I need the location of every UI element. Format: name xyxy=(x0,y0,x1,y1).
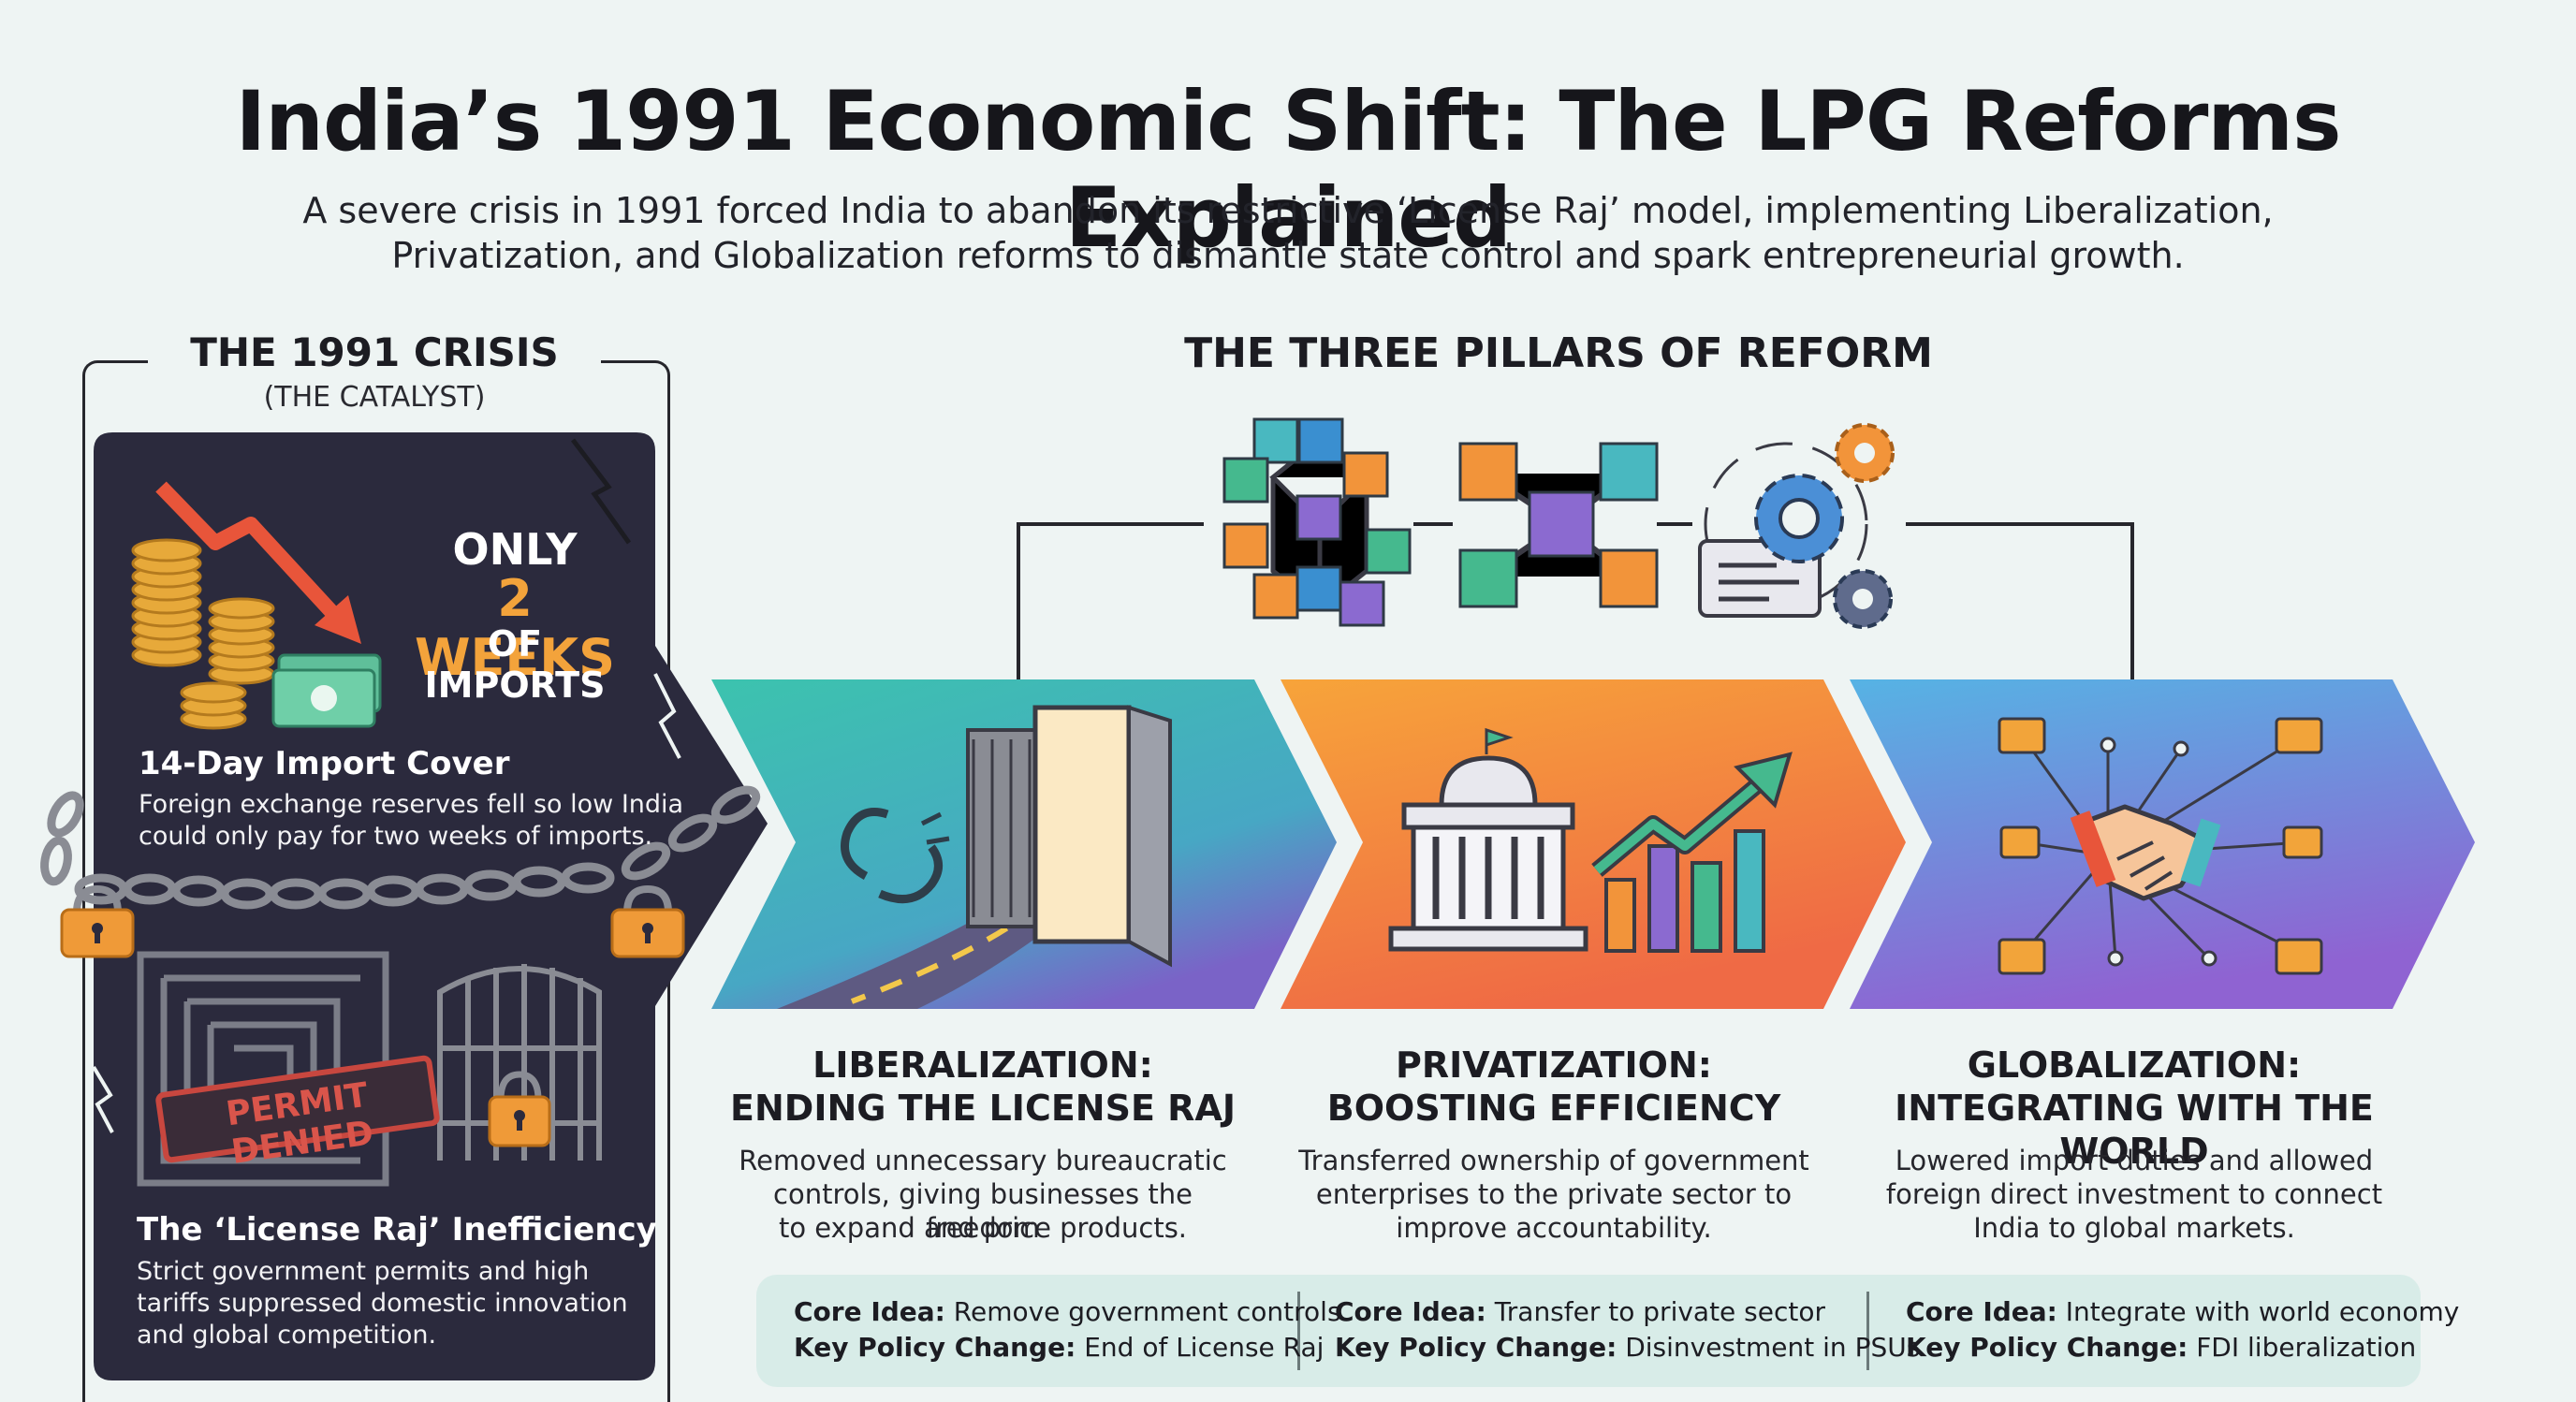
growth-chart-icon xyxy=(1591,752,1793,953)
privatization-body-2: enterprises to the private sector to xyxy=(1315,1178,1793,1210)
coins-icon xyxy=(131,538,275,730)
license-raj-body-3: and global competition. xyxy=(137,1321,437,1350)
liberalization-body-3: to expand and price products. xyxy=(778,1212,1188,1244)
import-cover-body-1: Foreign exchange reserves fell so low In… xyxy=(139,790,684,819)
stat-weeks: 2 WEEKS xyxy=(414,569,616,687)
page-title: India’s 1991 Economic Shift: The LPG Ref… xyxy=(235,73,2342,266)
globalization-title-2: INTEGRATING WITH THE WORLD xyxy=(1895,1088,2374,1172)
padlock-icon xyxy=(610,884,685,958)
connector-lines xyxy=(1017,522,2134,679)
globalization-body-2: foreign direct investment to connect xyxy=(1885,1178,2383,1210)
privatization-title-1: PRIVATIZATION: xyxy=(1396,1044,1712,1086)
globalization-body-3: India to global markets. xyxy=(1973,1212,2295,1244)
down-arrow-icon xyxy=(155,481,361,644)
stat-of-imports: OF IMPORTS xyxy=(424,623,606,706)
license-raj-title: The ‘License Raj’ Inefficiency xyxy=(137,1211,657,1249)
crisis-subheading: (THE CATALYST) xyxy=(263,381,486,414)
privatization-band xyxy=(1281,679,1906,1009)
summary-divider xyxy=(1297,1292,1300,1370)
liberalization-core-idea: Core Idea: Remove government controls xyxy=(794,1296,1341,1327)
liberalization-title-1: LIBERALIZATION: xyxy=(812,1044,1153,1086)
cash-icon xyxy=(271,653,382,728)
open-door-icon xyxy=(966,705,1172,968)
globalization-body-1: Lowered import duties and allowed xyxy=(1895,1145,2374,1176)
chain-icon xyxy=(40,785,761,910)
handshake-icon xyxy=(2070,804,2221,901)
gears-icon xyxy=(1698,423,1895,629)
globalization-policy-change: Key Policy Change: FDI liberalization xyxy=(1906,1332,2417,1363)
globalization-core-idea: Core Idea: Integrate with world economy xyxy=(1906,1296,2460,1327)
privatization-core-idea: Core Idea: Transfer to private sector xyxy=(1335,1296,1826,1327)
import-cover-body-2: could only pay for two weeks of imports. xyxy=(139,822,653,851)
subtitle-line-2: Privatization, and Globalization reforms… xyxy=(391,235,2185,276)
government-building-icon xyxy=(1388,727,1588,952)
license-raj-body-2: tariffs suppressed domestic innovation xyxy=(137,1289,628,1318)
privatization-title-2: BOOSTING EFFICIENCY xyxy=(1326,1088,1781,1129)
cube-network-icon xyxy=(1222,417,1412,627)
pillars-heading: THE THREE PILLARS OF REFORM xyxy=(1184,329,1933,377)
privatization-policy-change: Key Policy Change: Disinvestment in PSUs xyxy=(1335,1332,1921,1363)
crisis-heading: THE 1991 CRISIS xyxy=(148,329,601,375)
liberalization-body-2: controls, giving businesses the freedom xyxy=(773,1178,1193,1244)
summary-divider xyxy=(1866,1292,1869,1370)
cube-network-icon xyxy=(1458,442,1659,608)
privatization-body-1: Transferred ownership of government xyxy=(1298,1145,1809,1176)
license-raj-body-1: Strict government permits and high xyxy=(137,1257,590,1286)
privatization-body-3: improve accountability. xyxy=(1396,1212,1712,1244)
liberalization-title-2: ENDING THE LICENSE RAJ xyxy=(730,1088,1236,1129)
summary-bar xyxy=(756,1275,2421,1387)
padlock-icon xyxy=(60,884,135,958)
import-cover-title: 14-Day Import Cover xyxy=(139,745,510,782)
liberalization-policy-change: Key Policy Change: End of License Raj xyxy=(794,1332,1325,1363)
globalization-title-1: GLOBALIZATION: xyxy=(1967,1044,2302,1086)
folder-network-icon xyxy=(1998,717,2323,975)
stat-only: ONLY xyxy=(452,524,578,575)
liberalization-body-1: Removed unnecessary bureaucratic xyxy=(739,1145,1227,1176)
permit-denied-stamp xyxy=(155,1055,440,1163)
broken-chain-icon xyxy=(841,808,950,904)
padlock-icon xyxy=(488,1071,551,1147)
subtitle-line-1: A severe crisis in 1991 forced India to … xyxy=(302,190,2274,231)
